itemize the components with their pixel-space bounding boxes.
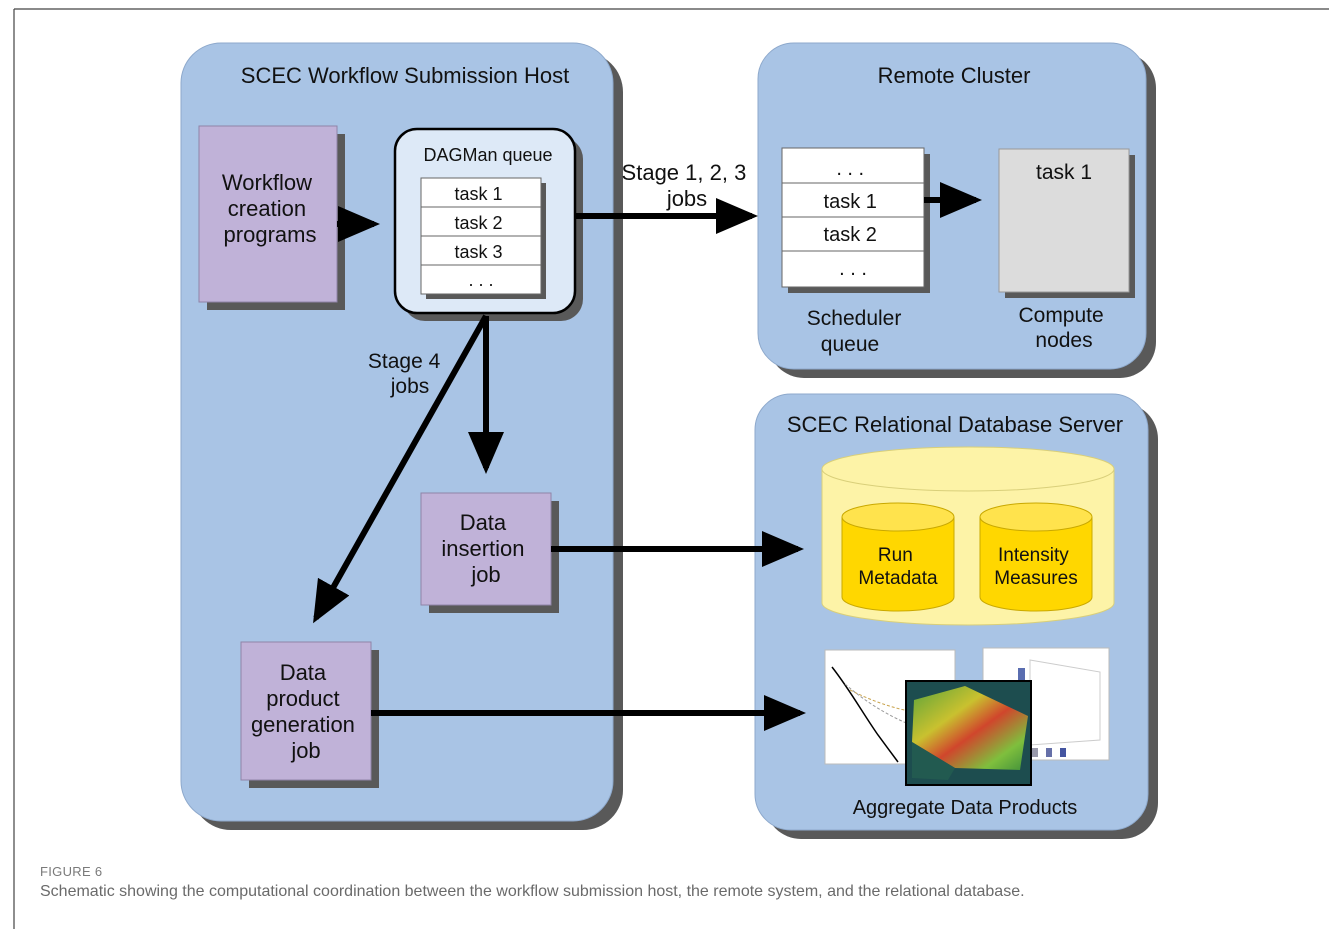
svg-text:Data insertion job: Data insertion job xyxy=(441,510,530,587)
insertion-line-2: insertion xyxy=(441,536,524,561)
figure-caption: FIGURE 6 Schematic showing the computati… xyxy=(40,864,1310,901)
aggregate-products-label: Aggregate Data Products xyxy=(853,797,1078,819)
creation-line-3: programs xyxy=(224,222,317,247)
dagman-title: DAGMan queue xyxy=(423,145,552,165)
creation-line-1: Workflow xyxy=(222,170,312,195)
scheduler-row-1: . . . xyxy=(836,158,864,180)
svg-text:Run Metadata: Run Metadata xyxy=(858,545,938,589)
product-line-2: product xyxy=(266,686,339,711)
compute-task: task 1 xyxy=(1036,161,1092,184)
product-line-3: generation xyxy=(251,712,355,737)
creation-line-2: creation xyxy=(228,196,306,221)
run-metadata-line-1: Run xyxy=(878,545,913,566)
figure-label: FIGURE 6 xyxy=(40,864,103,879)
figure-caption-text: Schematic showing the computational coor… xyxy=(40,883,1025,900)
insertion-line-3: job xyxy=(470,562,500,587)
dagman-queue: DAGMan queue task 1 task 2 task 3 . . . xyxy=(393,127,583,321)
dagman-row-3: task 3 xyxy=(454,242,502,262)
insertion-line-1: Data xyxy=(460,510,507,535)
intensity-line-2: Measures xyxy=(994,568,1077,589)
dagman-row-2: task 2 xyxy=(454,213,502,233)
product-line-4: job xyxy=(290,738,320,763)
workflow-creation-box: Workflow creation programs xyxy=(198,125,345,310)
intensity-line-1: Intensity xyxy=(998,545,1069,566)
svg-text:. . . task 1 task: . . . task 1 task 2 . . . xyxy=(824,158,883,280)
compute-node: task 1 xyxy=(998,148,1135,298)
arrow-dagman-to-product xyxy=(313,314,489,624)
stage4-label: Stage 4 jobs xyxy=(368,350,446,398)
scheduler-queue: . . . task 1 task 2 . . . xyxy=(781,147,930,293)
shakemap-thumbnail xyxy=(905,680,1032,786)
svg-text:Data product gener: Data product generation job xyxy=(251,660,361,763)
svg-text:Intensity Measures: Intensity Measures xyxy=(994,545,1077,589)
svg-text:task 1 task 2 task: task 1 task 2 task 3 . . . xyxy=(454,184,507,290)
stage123-label: Stage 1, 2, 3 jobs xyxy=(622,160,753,211)
dagman-row-4: . . . xyxy=(468,270,493,290)
dagman-row-1: task 1 xyxy=(454,184,502,204)
data-product-box: Data product generation job xyxy=(240,641,379,788)
arrows xyxy=(313,182,982,731)
cluster-panel-title: Remote Cluster xyxy=(878,63,1031,88)
host-panel-title: SCEC Workflow Submission Host xyxy=(241,63,569,88)
product-line-1: Data xyxy=(280,660,327,685)
data-insertion-box: Data insertion job xyxy=(420,492,559,613)
scheduler-row-3: task 2 xyxy=(824,224,877,246)
compute-label: Compute nodes xyxy=(1018,304,1109,352)
intensity-measures-cylinder: Intensity Measures xyxy=(979,502,1093,612)
svg-text:Workflow creation: Workflow creation programs xyxy=(222,170,318,247)
scheduler-row-2: task 1 xyxy=(824,191,877,213)
scheduler-label: Scheduler queue xyxy=(807,307,907,356)
scheduler-row-4: . . . xyxy=(839,258,867,280)
db-panel-title: SCEC Relational Database Server xyxy=(787,412,1123,437)
run-metadata-line-2: Metadata xyxy=(858,568,938,589)
run-metadata-cylinder: Run Metadata xyxy=(841,502,955,612)
